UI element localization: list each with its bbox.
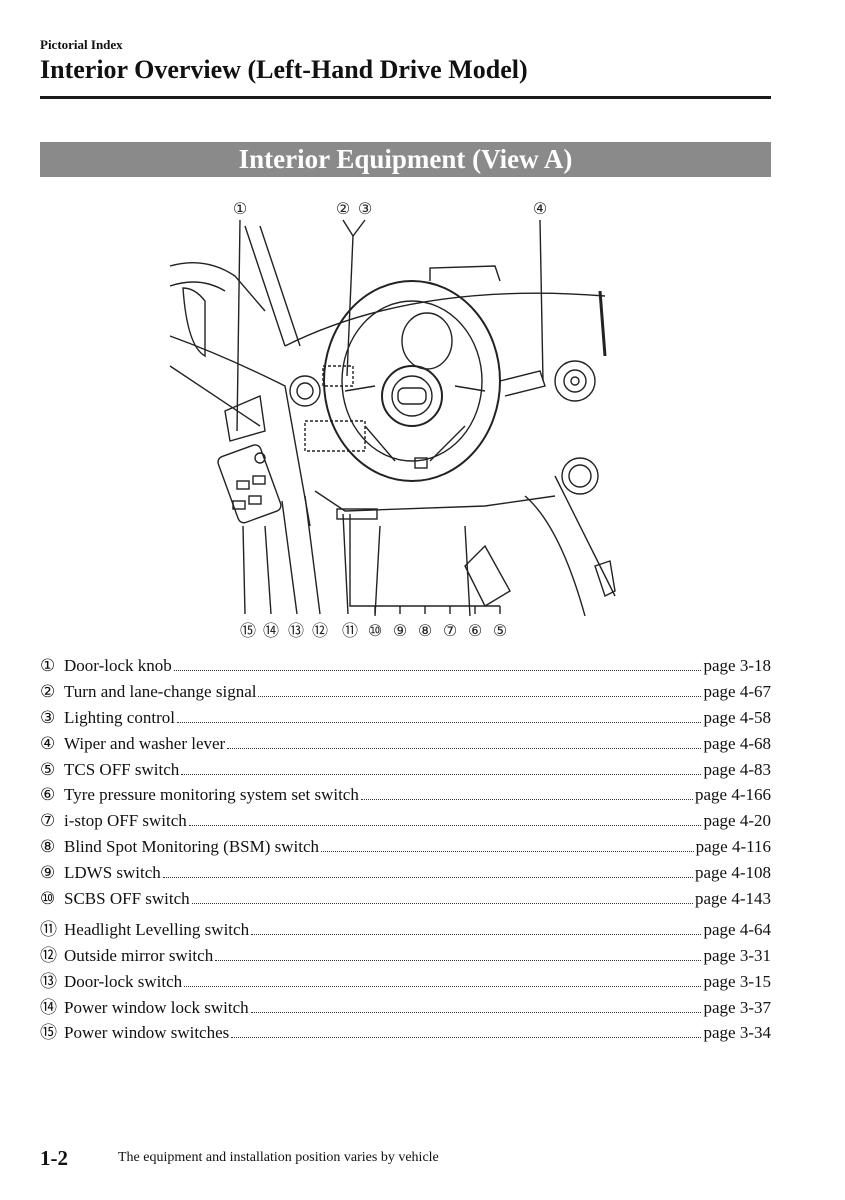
item-number: ③: [40, 707, 56, 727]
list-item: ⑧ Blind Spot Monitoring (BSM) switch page …: [40, 837, 771, 863]
callout-bottom-11: ⑪: [342, 621, 358, 640]
item-number: ⑦: [40, 811, 56, 831]
item-page-ref: page 3-15: [703, 971, 771, 991]
dot-leader: [360, 799, 693, 801]
callout-bottom-10: ⑩: [368, 621, 382, 640]
callout-bottom-12: ⑫: [312, 621, 328, 640]
item-label: Door-lock knob: [64, 656, 172, 675]
item-page-ref: page 4-166: [694, 785, 771, 805]
title-rule: [40, 96, 771, 99]
callout-bottom-15: ⑮: [240, 621, 256, 640]
callout-bottom-13: ⑬: [288, 621, 304, 640]
callout-top-1: ①: [233, 199, 247, 218]
callout-bottom-5: ⑤: [493, 621, 507, 640]
item-label: Wiper and washer lever: [64, 733, 226, 753]
list-item: ② Turn and lane-change signal page 4-67: [40, 682, 771, 708]
list-item: ⑦ i-stop OFF switch page 4-20: [40, 811, 771, 837]
dot-leader: [181, 773, 702, 775]
dot-leader: [251, 933, 702, 935]
list-item: ⑤ TCS OFF switch page 4-83: [40, 760, 771, 786]
list-item: ⑬ Door-lock switch page 3-15: [40, 967, 771, 993]
list-item: ① Door-lock knob page 3-18: [40, 656, 771, 682]
item-number: ②: [40, 681, 56, 701]
list-item: ③ Lighting control page 4-58: [40, 708, 771, 734]
dot-leader: [258, 695, 702, 697]
callout-bottom-7: ⑦: [443, 621, 457, 640]
dot-leader: [227, 747, 702, 749]
dot-leader: [231, 1037, 702, 1039]
item-label: Tyre pressure monitoring system set swit…: [64, 785, 359, 805]
item-label: LDWS switch: [64, 863, 161, 883]
item-label: Headlight Levelling switch: [64, 919, 250, 939]
item-page-ref: page 4-67: [703, 681, 771, 701]
item-page-ref: page 3-18: [703, 656, 771, 675]
item-page-ref: page 4-83: [703, 759, 771, 779]
dot-leader: [184, 985, 702, 987]
item-number: ⑬: [40, 971, 57, 991]
item-label: SCBS OFF switch: [64, 889, 190, 909]
item-page-ref: page 4-116: [695, 837, 771, 857]
item-label: Outside mirror switch: [64, 945, 214, 965]
item-number: ⑭: [40, 997, 57, 1017]
list-item: ④ Wiper and washer lever page 4-68: [40, 734, 771, 760]
item-number: ⑫: [40, 945, 57, 965]
callout-bottom-9: ⑨: [393, 621, 407, 640]
item-page-ref: page 4-68: [703, 733, 771, 753]
dot-leader: [250, 1011, 702, 1013]
item-number: ⑮: [40, 1023, 57, 1043]
item-page-ref: page 4-20: [703, 811, 771, 831]
item-page-ref: page 4-58: [703, 707, 771, 727]
item-label: Door-lock switch: [64, 971, 183, 991]
dot-leader: [173, 670, 702, 671]
item-page-ref: page 4-143: [694, 889, 771, 909]
list-item: ⑪ Headlight Levelling switch page 4-64: [40, 915, 771, 941]
item-number: ⑥: [40, 785, 56, 805]
page-number: 1-2: [40, 1146, 68, 1170]
item-page-ref: page 3-37: [703, 997, 771, 1017]
callout-top-3: ③: [358, 199, 372, 218]
item-label: Turn and lane-change signal: [64, 681, 257, 701]
interior-illustration: ① ② ③ ④: [165, 196, 625, 646]
item-label: Power window switches: [64, 1023, 230, 1043]
item-label: Lighting control: [64, 707, 175, 727]
item-label: Blind Spot Monitoring (BSM) switch: [64, 837, 320, 857]
list-item: ⑭ Power window lock switch page 3-37: [40, 993, 771, 1019]
equipment-index-list: ① Door-lock knob page 3-18 ② Turn and lane-…: [40, 656, 771, 1044]
footer-note: The equipment and installation position …: [118, 1150, 439, 1165]
item-label: TCS OFF switch: [64, 759, 180, 779]
item-number: ⑪: [40, 919, 57, 939]
list-item: ⑥ Tyre pressure monitoring system set swi…: [40, 785, 771, 811]
list-item: ⑫ Outside mirror switch page 3-31: [40, 941, 771, 967]
item-number: ⑨: [40, 863, 56, 883]
section-banner: Interior Equipment (View A): [40, 142, 771, 177]
item-page-ref: page 3-31: [703, 945, 771, 965]
dot-leader: [176, 721, 702, 723]
page-title: Interior Overview (Left-Hand Drive Model…: [40, 55, 528, 84]
dot-leader: [188, 825, 702, 827]
callout-top-4: ④: [533, 199, 547, 218]
item-page-ref: page 3-34: [703, 1023, 771, 1043]
dot-leader: [191, 903, 693, 905]
callout-top-2: ②: [336, 199, 350, 218]
dot-leader: [162, 877, 693, 879]
item-label: Power window lock switch: [64, 997, 249, 1017]
item-number: ⑩: [40, 889, 56, 909]
item-page-ref: page 4-108: [694, 863, 771, 883]
callout-bottom-8: ⑧: [418, 621, 432, 640]
list-item: ⑨ LDWS switch page 4-108: [40, 863, 771, 889]
dot-leader: [215, 959, 702, 961]
item-number: ④: [40, 733, 56, 753]
item-number: ⑧: [40, 837, 56, 857]
item-page-ref: page 4-64: [703, 919, 771, 939]
list-item: ⑩ SCBS OFF switch page 4-143: [40, 889, 771, 915]
section-label: Pictorial Index: [40, 37, 123, 52]
item-label: i-stop OFF switch: [64, 811, 187, 831]
item-number: ①: [40, 656, 56, 675]
callout-bottom-14: ⑭: [263, 621, 279, 640]
callout-bottom-6: ⑥: [468, 621, 482, 640]
dot-leader: [321, 851, 694, 853]
list-item: ⑮ Power window switches page 3-34: [40, 1018, 771, 1044]
item-number: ⑤: [40, 759, 56, 779]
